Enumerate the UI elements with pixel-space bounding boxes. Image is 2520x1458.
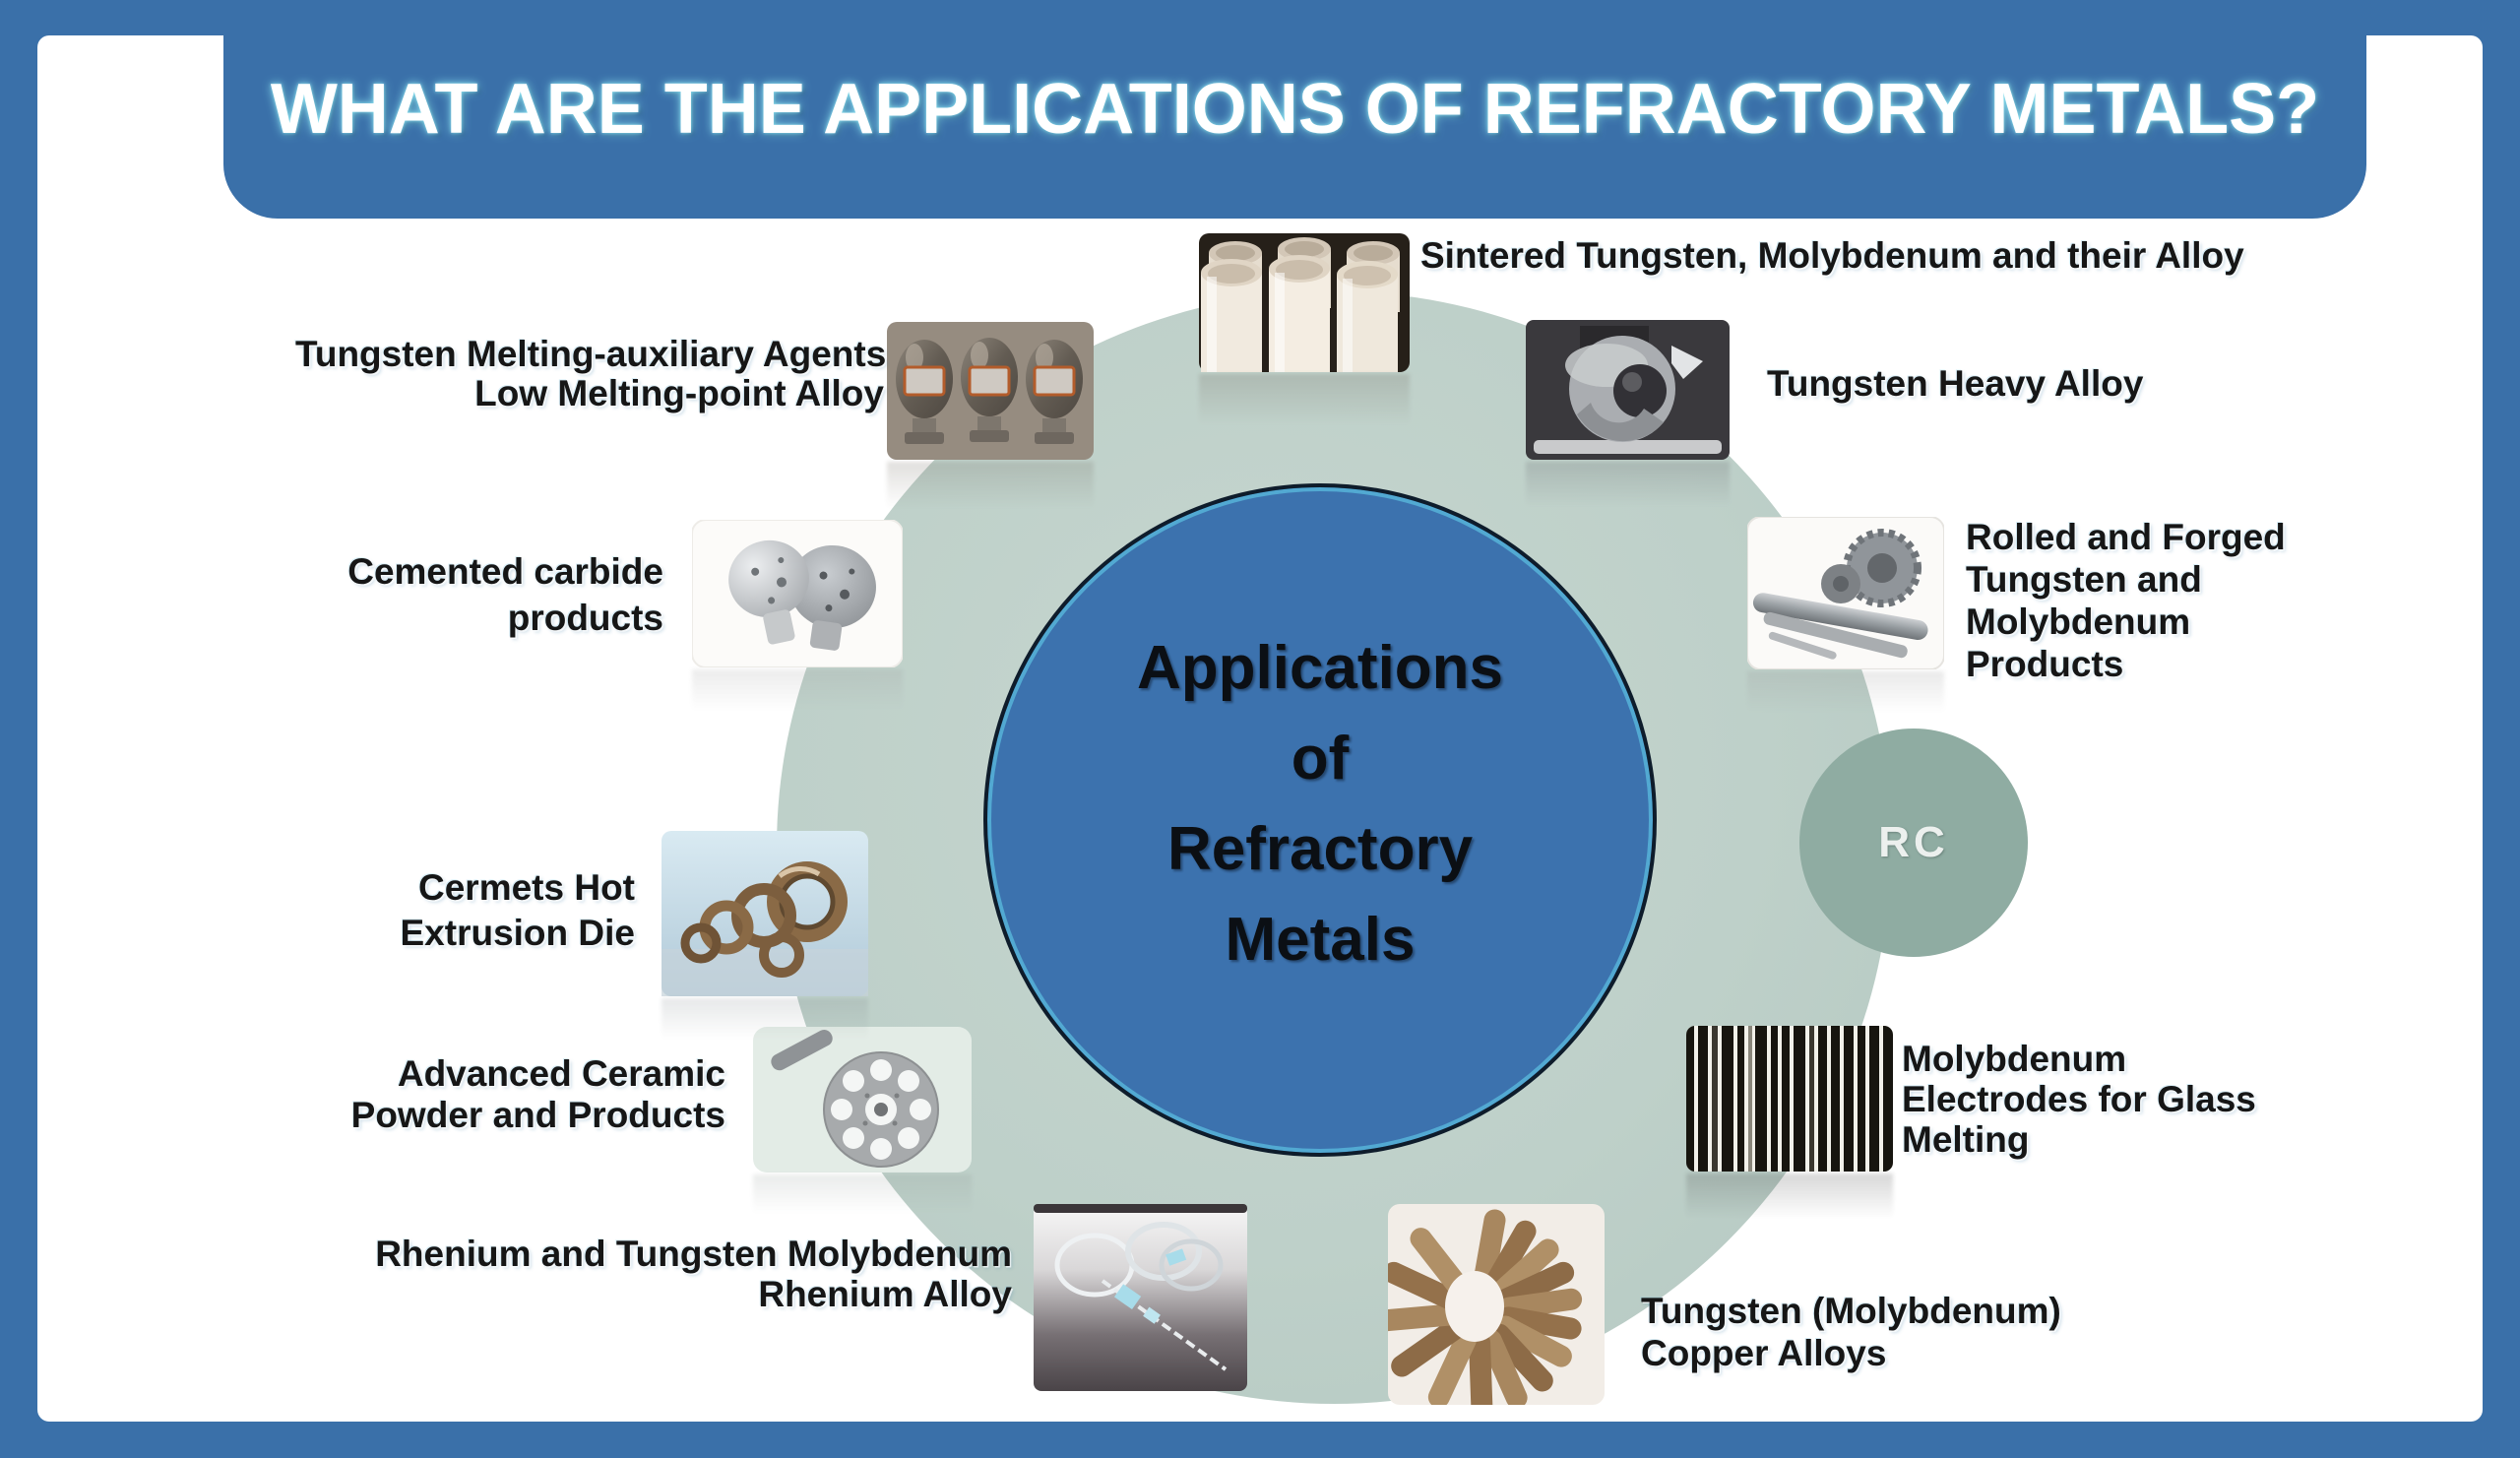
melting-agents-ampoules-image: [887, 322, 1094, 460]
label-rolled-line1: Rolled and Forged: [1966, 517, 2286, 557]
rolled-forged-products-image: [1747, 517, 1944, 669]
label-electrodes: Molybdenum Electrodes for Glass Melting: [1902, 1039, 2256, 1160]
sintered-tubes-reflection: [1199, 374, 1410, 425]
cermets-reflection: [662, 998, 868, 1040]
molybdenum-electrodes-reflection: [1686, 1173, 1893, 1219]
label-ceramic-line2: Powder and Products: [350, 1095, 725, 1135]
center-line3: Refractory: [1166, 815, 1474, 883]
label-melting-agents: Tungsten Melting-auxiliary Agents Low Me…: [295, 334, 887, 413]
ceramic-disc-image: [753, 1027, 972, 1173]
label-rolled-line2: Tungsten and: [1966, 559, 2202, 600]
center-line4: Metals: [1225, 906, 1416, 974]
label-ceramic-line1: Advanced Ceramic: [397, 1053, 725, 1094]
ceramic-disc-reflection: [753, 1174, 972, 1214]
tungsten-copper-rods-image: [1388, 1204, 1605, 1405]
label-heavy-alloy: Tungsten Heavy Alloy: [1767, 363, 2143, 405]
rc-badge-text: RC: [1878, 818, 1949, 866]
tungsten-heavy-alloy-reflection: [1526, 462, 1730, 507]
center-circle: Applications of Refractory Metals: [983, 483, 1657, 1157]
label-rolled-forged: Rolled and Forged Tungsten and Molybdenu…: [1966, 516, 2286, 685]
sintered-tubes-image: [1199, 233, 1410, 372]
label-cermets-line2: Extrusion Die: [400, 913, 636, 953]
center-circle-text: Applications of Refractory Metals: [987, 623, 1653, 985]
header-banner: WHAT ARE THE APPLICATIONS OF REFRACTORY …: [223, 0, 2366, 219]
tungsten-heavy-alloy-image: [1526, 320, 1730, 460]
label-rhenium-line1: Rhenium and Tungsten Molybdenum: [375, 1234, 1012, 1274]
label-sintered-line1: Sintered Tungsten, Molybdenum and their …: [1420, 235, 2244, 276]
rc-badge-circle: RC: [1799, 729, 2028, 957]
label-ceramic: Advanced Ceramic Powder and Products: [335, 1053, 725, 1136]
molybdenum-electrodes-image: [1686, 1026, 1893, 1172]
label-rolled-line3: Molybdenum: [1966, 602, 2191, 642]
label-electrodes-line1: Molybdenum: [1902, 1039, 2127, 1079]
label-cermets: Cermets Hot Extrusion Die: [325, 865, 636, 956]
rolled-forged-reflection: [1747, 671, 1944, 713]
label-agents-line1: Tungsten Melting-auxiliary Agents: [295, 334, 887, 374]
label-agents-line2: Low Melting-point Alloy: [474, 373, 884, 413]
label-copper-line1: Tungsten (Molybdenum): [1641, 1291, 2061, 1331]
label-carbide-line2: products: [507, 598, 663, 638]
label-heavy-alloy-line1: Tungsten Heavy Alloy: [1767, 363, 2144, 404]
label-rhenium-line2: Rhenium Alloy: [758, 1274, 1012, 1314]
label-sintered: Sintered Tungsten, Molybdenum and their …: [1420, 235, 2244, 277]
cemented-carbide-reflection: [692, 669, 903, 711]
label-copper-line2: Copper Alloys: [1641, 1333, 1887, 1373]
label-rhenium: Rhenium and Tungsten Molybdenum Rhenium …: [364, 1234, 1012, 1314]
label-carbide: Cemented carbide products: [335, 548, 663, 641]
rhenium-wire-image: [1034, 1204, 1247, 1391]
center-line1: Applications: [1136, 634, 1504, 702]
cermets-rings-image: [662, 831, 868, 996]
label-electrodes-line3: Melting: [1902, 1119, 2030, 1160]
melting-agents-reflection: [887, 462, 1094, 509]
label-electrodes-line2: Electrodes for Glass: [1902, 1079, 2256, 1119]
label-copper-alloys: Tungsten (Molybdenum) Copper Alloys: [1641, 1290, 2061, 1374]
label-carbide-line1: Cemented carbide: [347, 551, 663, 592]
cemented-carbide-image: [692, 520, 903, 667]
label-cermets-line1: Cermets Hot: [418, 867, 635, 908]
center-line2: of: [1291, 725, 1350, 792]
label-rolled-line4: Products: [1966, 644, 2124, 684]
page-title: WHAT ARE THE APPLICATIONS OF REFRACTORY …: [270, 70, 2320, 149]
